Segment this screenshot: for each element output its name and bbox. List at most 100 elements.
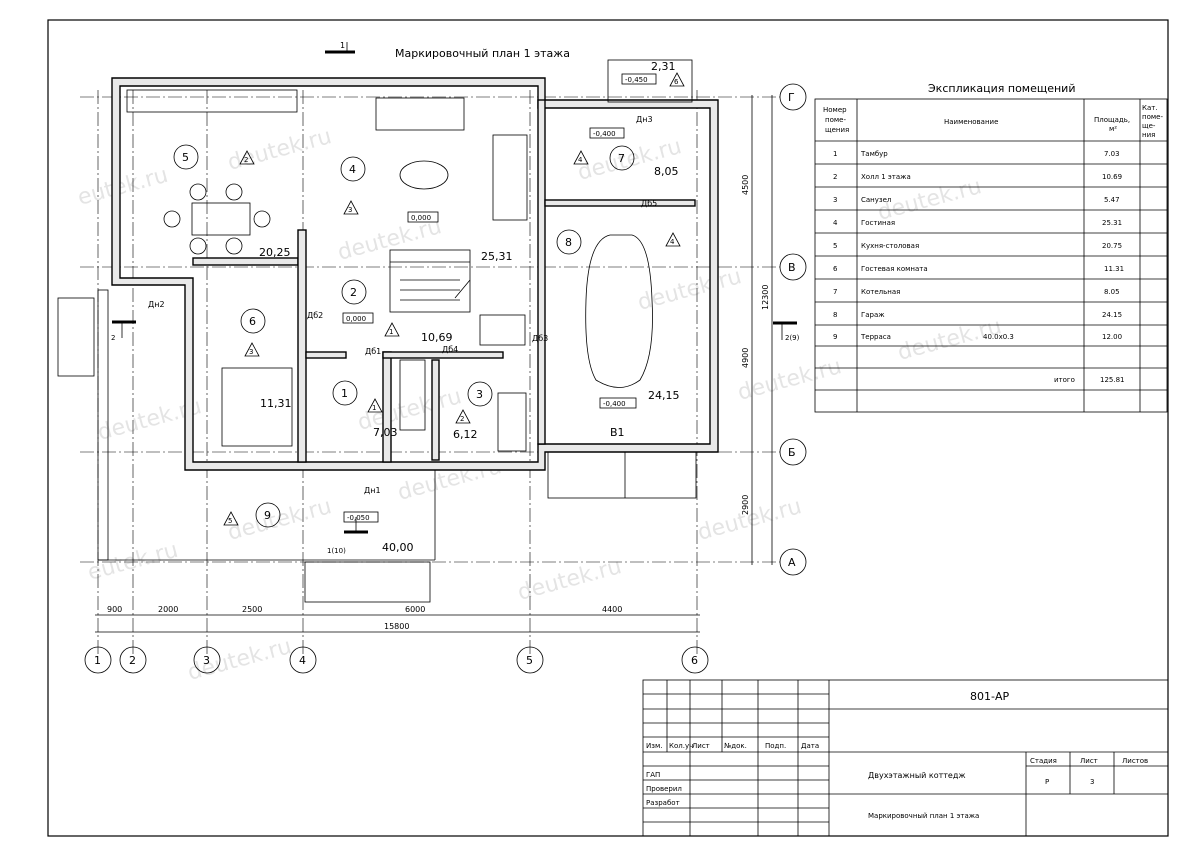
svg-text:4: 4 [670,238,675,246]
svg-text:deutek.ru: deutek.ru [575,134,684,186]
svg-text:3: 3 [203,654,210,667]
svg-text:Дб5: Дб5 [641,199,657,208]
svg-text:Б: Б [788,446,796,459]
svg-text:11.31: 11.31 [1104,265,1124,273]
svg-text:3: 3 [1090,778,1094,786]
svg-text:0,000: 0,000 [411,214,431,222]
svg-text:5: 5 [182,151,189,164]
svg-text:Санузел: Санузел [861,196,891,204]
svg-text:Гостиная: Гостиная [861,219,895,227]
svg-text:1: 1 [389,328,393,336]
svg-text:10,69: 10,69 [421,331,453,344]
svg-text:Дн2: Дн2 [148,300,165,309]
svg-text:40.0х0.3: 40.0х0.3 [983,333,1014,341]
svg-text:3: 3 [476,388,483,401]
svg-text:3: 3 [833,196,837,204]
svg-text:900: 900 [107,605,122,614]
sheet-frame [47,19,1169,837]
svg-text:щения: щения [825,126,849,134]
svg-text:6: 6 [674,78,679,86]
svg-text:1(10): 1(10) [327,547,346,555]
svg-text:5.47: 5.47 [1104,196,1120,204]
svg-text:Терраса: Терраса [860,333,891,341]
dimensions-horizontal: 900 2000 2500 6000 4400 15800 [95,605,700,633]
svg-text:deutek.ru: deutek.ru [225,124,334,176]
svg-text:ГАП: ГАП [646,771,660,779]
svg-text:1: 1 [833,150,837,158]
section-mark-top: 1 [325,41,355,54]
svg-text:№док.: №док. [724,742,747,750]
svg-text:ния: ния [1142,131,1155,139]
svg-text:Г: Г [788,91,795,104]
svg-text:801-АР: 801-АР [970,690,1009,703]
svg-text:7: 7 [618,152,625,165]
svg-text:3: 3 [348,206,352,214]
svg-text:8.05: 8.05 [1104,288,1120,296]
axis-letter-bubbles: Г В Б А [779,83,807,576]
axis-number-bubbles: 1 2 3 4 5 6 [84,646,709,674]
svg-text:Экспликация помещений: Экспликация помещений [928,82,1076,95]
svg-text:Холл 1 этажа: Холл 1 этажа [861,173,911,181]
door-labels: Дн1 Дн2 Дн3 Дб1 Дб2 Дб3 Дб4 Дб5 В1 [148,115,657,495]
svg-text:Дата: Дата [801,742,819,750]
svg-text:Дб4: Дб4 [442,345,458,354]
svg-text:Лист: Лист [692,742,710,750]
svg-text:eutek.ru: eutek.ru [75,163,171,211]
svg-text:9: 9 [833,333,837,341]
svg-text:9: 9 [264,509,271,522]
svg-text:1: 1 [340,41,345,50]
svg-text:Тамбур: Тамбур [860,150,888,158]
svg-text:12300: 12300 [761,285,770,310]
svg-text:Номер: Номер [823,106,847,114]
svg-text:Дн1: Дн1 [364,486,381,495]
room-labels: 5 20,25 2 4 25,31 3 0,000 7 8,05 4 -0,40… [173,60,685,554]
drawing-title: Маркировочный план 1 этажа [395,47,570,60]
svg-text:Кол.уч: Кол.уч [669,742,693,750]
svg-text:1: 1 [94,654,101,667]
svg-text:4: 4 [833,219,838,227]
svg-text:-0,400: -0,400 [593,130,616,138]
svg-text:2900: 2900 [741,495,750,515]
svg-text:Лист: Лист [1080,757,1098,765]
svg-text:24.15: 24.15 [1102,311,1122,319]
svg-text:125.81: 125.81 [1100,376,1125,384]
stairs [389,249,526,346]
svg-text:А: А [788,556,796,569]
svg-text:1: 1 [341,387,348,400]
svg-text:10.69: 10.69 [1102,173,1122,181]
svg-text:4: 4 [578,156,583,164]
svg-text:итого: итого [1054,376,1075,384]
svg-text:6: 6 [833,265,838,273]
svg-text:Дб2: Дб2 [307,311,323,320]
svg-text:25.31: 25.31 [1102,219,1122,227]
svg-text:1: 1 [372,404,376,412]
svg-text:12.00: 12.00 [1102,333,1122,341]
svg-text:-0,400: -0,400 [603,400,626,408]
svg-text:5: 5 [228,517,232,525]
svg-text:2(9): 2(9) [785,334,800,342]
svg-text:25,31: 25,31 [481,250,513,263]
svg-text:8: 8 [565,236,572,249]
svg-text:Маркировочный план 1 этажа: Маркировочный план 1 этажа [868,812,979,820]
svg-text:2500: 2500 [242,605,262,614]
svg-text:6,12: 6,12 [453,428,478,441]
svg-text:3: 3 [249,348,253,356]
svg-text:-0,450: -0,450 [625,76,648,84]
svg-text:ще-: ще- [1142,122,1156,130]
dimensions-vertical: 4500 12300 4900 2900 [741,95,773,565]
svg-text:11,31: 11,31 [260,397,292,410]
svg-text:В1: В1 [610,426,625,439]
terrace [57,289,697,603]
svg-text:20,25: 20,25 [259,246,291,259]
svg-text:2: 2 [111,334,115,342]
svg-text:7: 7 [833,288,837,296]
svg-text:Проверил: Проверил [646,785,682,793]
svg-text:24,15: 24,15 [648,389,680,402]
svg-text:-0,050: -0,050 [347,514,370,522]
svg-text:В: В [788,261,796,274]
svg-text:4: 4 [299,654,306,667]
svg-text:4900: 4900 [741,348,750,368]
svg-text:4400: 4400 [602,605,622,614]
svg-text:6: 6 [691,654,698,667]
